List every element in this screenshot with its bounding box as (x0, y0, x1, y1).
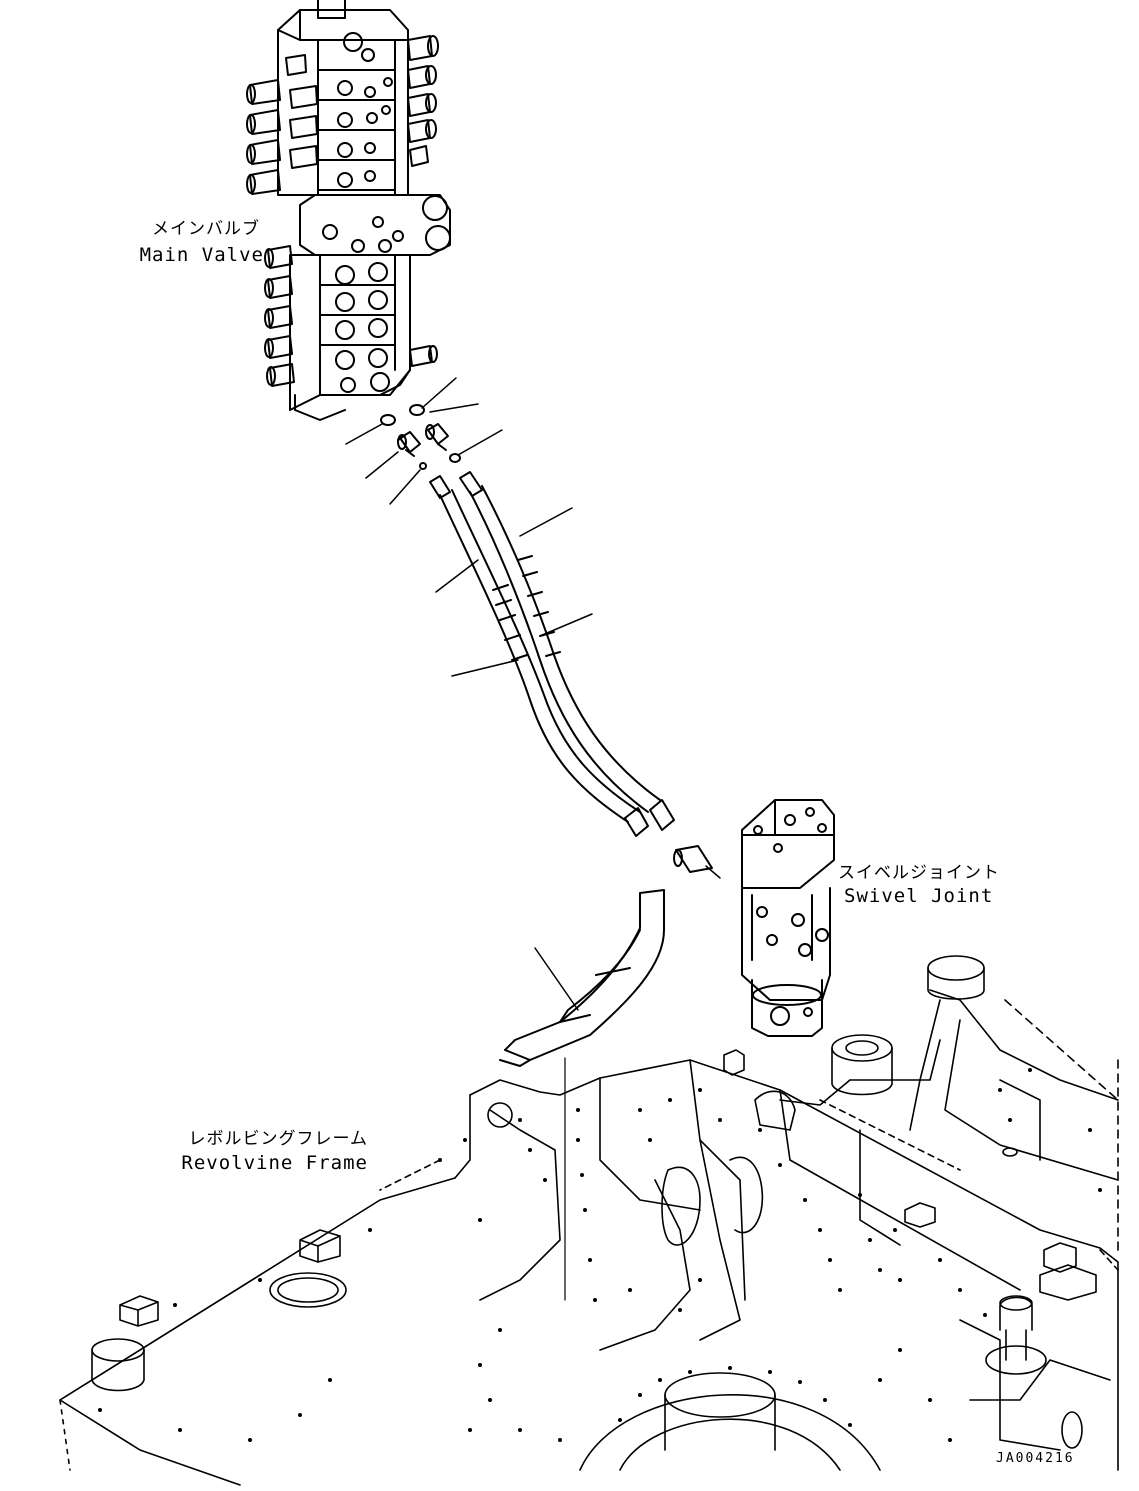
revolving-frame-label-ja: レボルビングフレーム (188, 1129, 368, 1149)
lower-ports (336, 263, 389, 392)
drawing-code: JA004216 (996, 1451, 1075, 1466)
fitting-left (398, 432, 420, 456)
hydraulic-hoses (430, 472, 674, 836)
main-valve-label-en: Main Valve (139, 244, 264, 266)
upper-spool-caps (247, 55, 317, 194)
swivel-joint (674, 800, 834, 1036)
fitting-right (426, 424, 448, 450)
swivel-joint-label-ja: スイベルジョイント (838, 863, 1000, 883)
lower-spool-caps (265, 246, 437, 386)
revolving-frame (60, 956, 1118, 1485)
main-valve (247, 0, 450, 420)
upper-right-fittings (408, 36, 438, 166)
hose-guard (500, 890, 664, 1300)
main-valve-label-ja: メインバルブ (152, 219, 260, 239)
frame-bolt-holes (98, 1068, 1102, 1442)
revolving-frame-label-en: Revolvine Frame (181, 1152, 368, 1174)
swivel-joint-label-en: Swivel Joint (844, 885, 994, 907)
upper-ports (338, 33, 392, 187)
o-rings-and-fittings (346, 378, 502, 504)
